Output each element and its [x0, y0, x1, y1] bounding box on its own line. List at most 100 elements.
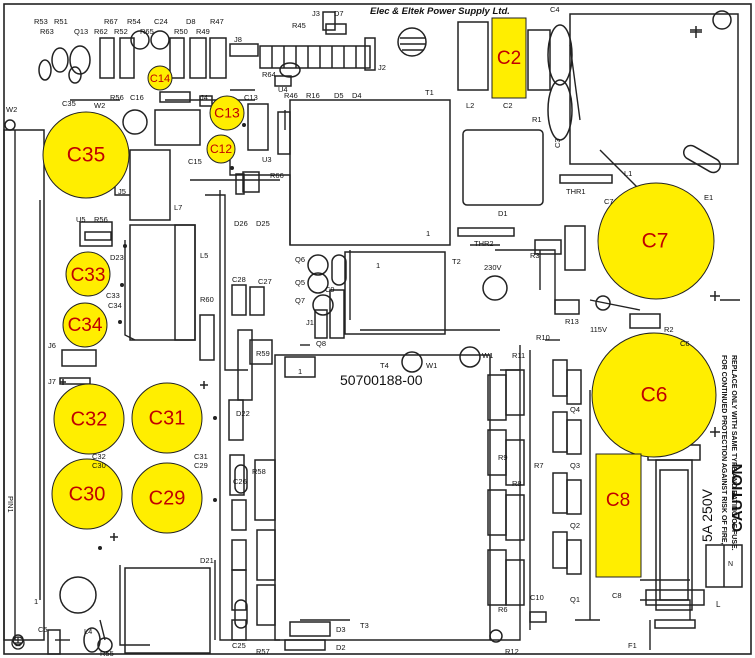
silk-c32: C32 [92, 452, 106, 461]
silk-c5: C5 [38, 625, 48, 634]
silk-r9: R9 [498, 453, 508, 462]
cap-label-C35: C35 [67, 144, 106, 167]
silk-r50: R50 [174, 27, 188, 36]
cap-C13 [209, 95, 245, 131]
silk-r64: R64 [262, 70, 276, 79]
cap-label-C6: C6 [641, 384, 668, 407]
terminal-n: N [728, 561, 733, 568]
silk-u3: U3 [262, 155, 272, 164]
cap-label-C2: C2 [497, 48, 521, 69]
cap-C31 [131, 382, 203, 454]
silk-q7: Q7 [295, 296, 305, 305]
cap-label-C13: C13 [214, 105, 240, 121]
silk-j3: J3 [312, 9, 320, 18]
cap-label-C33: C33 [71, 265, 106, 286]
highlighted-capacitors [42, 17, 717, 578]
silk-j7: J7 [48, 377, 56, 386]
silk-c30: C30 [92, 461, 106, 470]
silk-thr1: THR1 [566, 187, 586, 196]
cap-label-C30: C30 [69, 483, 106, 505]
silk-l5: L5 [200, 251, 208, 260]
silk-j5: J5 [118, 187, 126, 196]
silk-t4: T4 [380, 361, 389, 370]
silk-d8: D8 [186, 17, 196, 26]
company-name: Elec & Eltek Power Supply Ltd. [370, 6, 510, 17]
silk-c13: C13 [244, 93, 258, 102]
silk-c26: C26 [233, 477, 247, 486]
cap-label-C12: C12 [210, 142, 232, 156]
cap-C35 [42, 111, 130, 199]
silk-c28: C28 [232, 275, 246, 284]
silk-r60: R60 [200, 295, 214, 304]
silk-thr2: THR2 [474, 239, 494, 248]
cap-C6 [591, 332, 717, 458]
cap-label-C32: C32 [71, 408, 108, 430]
silk-r63: R63 [40, 27, 54, 36]
silk-t2: T2 [452, 257, 461, 266]
silk-r67: R67 [104, 17, 118, 26]
silk-c9: C9 [325, 285, 335, 294]
silk-j6: J6 [48, 341, 56, 350]
silk-l2: L2 [466, 101, 474, 110]
silk-w1a: W1 [426, 361, 437, 370]
silk-pin1-t1: 1 [426, 229, 430, 238]
silk-r57: R57 [256, 647, 270, 656]
silk-r65: R65 [140, 27, 154, 36]
silk-q2: Q2 [570, 521, 580, 530]
silk-l4: L4 [84, 627, 92, 636]
silk-c33: C33 [106, 291, 120, 300]
cap-C2 [491, 17, 527, 99]
silk-u4: U4 [278, 85, 288, 94]
silk-d4: D4 [352, 91, 362, 100]
silk-c16: C16 [130, 93, 144, 102]
silk-r45: R45 [292, 21, 306, 30]
terminal-l: L [716, 600, 721, 609]
cap-C7 [597, 182, 715, 300]
silkscreen-labels: R53 R51 R63 Q13 R67 R54 C24 D8 R47 R62 R… [6, 5, 713, 658]
silk-r16: R16 [306, 91, 320, 100]
polarity-marks [60, 29, 720, 541]
cap-label-C7: C7 [642, 230, 669, 253]
silk-c6: C6 [680, 339, 690, 348]
silk-t3: T3 [360, 621, 369, 630]
silk-r66: R66 [270, 171, 284, 180]
silk-r56a: R56 [110, 93, 124, 102]
silk-r10: R10 [536, 333, 550, 342]
silk-c4: C4 [550, 5, 560, 14]
silk-r7: R7 [534, 461, 544, 470]
silk-pin1-main: 1 [298, 367, 302, 376]
silk-d23: D23 [110, 253, 124, 262]
cap-label-C29: C29 [149, 487, 186, 509]
silk-r47: R47 [210, 17, 224, 26]
silk-c10: C10 [530, 593, 544, 602]
silk-w1b: W1 [482, 351, 493, 360]
silk-r1: R1 [532, 115, 542, 124]
silk-d1: D1 [498, 209, 508, 218]
silk-230v: 230V [484, 263, 502, 272]
silk-r6: R6 [498, 605, 508, 614]
cap-label-C31: C31 [149, 407, 186, 429]
silk-l1: L1 [624, 169, 632, 178]
silk-d7: D7 [334, 9, 344, 18]
silk-q5: Q5 [295, 278, 305, 287]
cap-label-C34: C34 [68, 315, 103, 336]
silk-r49: R49 [196, 27, 210, 36]
warning-line-1: FOR CONTINUED PROTECTION AGAINST RISK OF… [720, 355, 727, 545]
silk-d21: D21 [200, 556, 214, 565]
silk-r62: R62 [94, 27, 108, 36]
trace-lines [14, 44, 740, 650]
fuse-rating: 5A 250V [699, 488, 715, 542]
silk-q4: Q4 [570, 405, 580, 414]
silk-c27: C27 [258, 277, 272, 286]
silk-c31: C31 [194, 452, 208, 461]
silk-w2b: W2 [94, 101, 105, 110]
silk-c8: C8 [612, 591, 622, 600]
silk-d5: D5 [334, 91, 344, 100]
silk-d3: D3 [336, 625, 346, 634]
silk-c34: C34 [108, 301, 122, 310]
cap-C8 [595, 453, 642, 578]
silk-pin1-header: PIN1 [6, 496, 15, 513]
silk-d26: D26 [234, 219, 248, 228]
silk-c7: C7 [604, 197, 614, 206]
